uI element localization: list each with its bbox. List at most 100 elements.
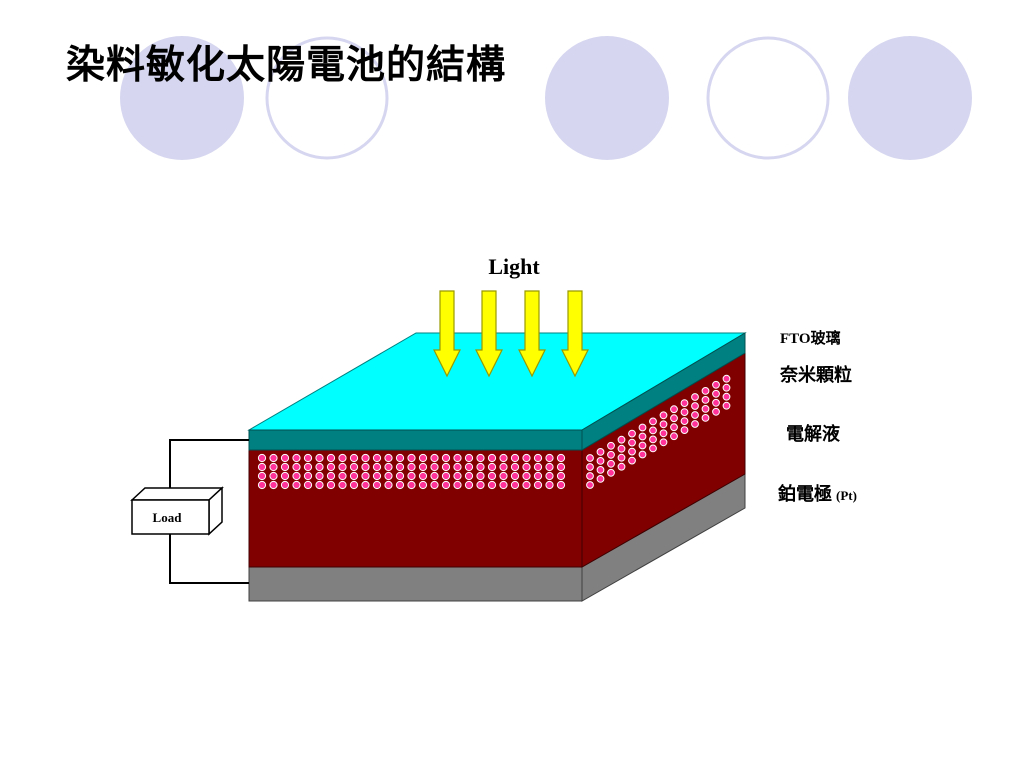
nanoparticle xyxy=(556,471,566,481)
nanoparticle xyxy=(315,462,324,472)
nanoparticle xyxy=(349,471,359,481)
nanoparticle xyxy=(315,480,324,490)
nanoparticle xyxy=(361,462,370,472)
nanoparticle xyxy=(691,393,699,401)
nanoparticle xyxy=(476,462,485,472)
nanoparticle xyxy=(545,480,554,490)
load-label: Load xyxy=(153,510,183,525)
nanoparticle xyxy=(453,462,462,472)
nanoparticle xyxy=(430,480,439,490)
nanoparticle xyxy=(670,405,678,414)
nanoparticle xyxy=(628,438,636,447)
nanoparticle xyxy=(510,462,520,472)
nanoparticle xyxy=(596,475,605,483)
nanoparticle xyxy=(257,471,267,481)
load-box-top xyxy=(130,487,224,501)
nanoparticle xyxy=(372,471,382,481)
decor-circle-outline xyxy=(706,36,830,160)
nanoparticle xyxy=(670,423,678,432)
nanoparticle xyxy=(441,471,451,481)
nanoparticle xyxy=(638,450,647,459)
nanoparticle xyxy=(533,462,543,472)
nanoparticle xyxy=(701,414,710,422)
nanoparticle xyxy=(701,387,710,395)
nanoparticle xyxy=(384,453,393,463)
nanoparticle xyxy=(487,453,497,463)
nanoparticle xyxy=(659,438,668,447)
nanoparticle xyxy=(522,453,531,463)
nanoparticle xyxy=(649,426,657,435)
nanoparticle xyxy=(303,480,313,490)
nanoparticle xyxy=(545,462,554,472)
nanoparticle xyxy=(510,471,520,481)
nanoparticle xyxy=(649,435,657,444)
nanoparticle xyxy=(361,453,370,463)
nanoparticle xyxy=(269,462,278,472)
nanoparticle xyxy=(556,462,566,472)
nanoparticle xyxy=(628,456,636,465)
nanoparticle xyxy=(670,414,678,423)
nanoparticle xyxy=(659,429,668,438)
nanoparticle xyxy=(361,471,370,481)
nanoparticle xyxy=(607,468,615,477)
nanoparticle xyxy=(499,471,508,481)
nanoparticle xyxy=(361,480,370,490)
nanoparticle xyxy=(418,462,428,472)
nanoparticle xyxy=(430,462,439,472)
decor-circle-filled xyxy=(120,36,244,160)
nanoparticle xyxy=(280,471,290,481)
fto-glass-side xyxy=(581,332,746,451)
label-pt-electrode-symbol: (Pt) xyxy=(836,488,857,503)
nanoparticle xyxy=(628,429,636,438)
slide-title: 染料敏化太陽電池的結構 xyxy=(66,42,507,88)
nanoparticle xyxy=(487,480,497,490)
label-nanoparticles: 奈米顆粒 xyxy=(779,364,852,385)
nanoparticle xyxy=(407,462,416,472)
nanoparticle xyxy=(441,453,451,463)
nanoparticle xyxy=(607,459,615,468)
nanoparticle xyxy=(453,480,462,490)
nanoparticle xyxy=(638,441,647,450)
nanoparticle xyxy=(586,463,594,471)
nanoparticle xyxy=(638,423,647,432)
nanoparticle xyxy=(292,453,301,463)
nanoparticle xyxy=(418,480,428,490)
nanoparticle xyxy=(680,408,689,417)
nanoparticle xyxy=(649,417,657,426)
nanoparticle xyxy=(522,480,531,490)
nanoparticle xyxy=(338,480,347,490)
nanoparticle xyxy=(269,453,278,463)
nanoparticle xyxy=(430,471,439,481)
nanoparticle xyxy=(338,471,347,481)
nanoparticle xyxy=(476,453,485,463)
nanoparticle xyxy=(556,480,566,490)
nanoparticle xyxy=(556,453,566,463)
nanoparticle xyxy=(372,453,382,463)
nanoparticle xyxy=(395,480,405,490)
nanoparticle xyxy=(407,471,416,481)
nanoparticle xyxy=(722,401,731,410)
nanoparticle xyxy=(628,447,636,456)
nanoparticle xyxy=(680,426,689,435)
nanoparticle xyxy=(418,453,428,463)
nanoparticle xyxy=(303,471,313,481)
nanoparticle xyxy=(257,453,267,463)
light-arrow xyxy=(433,290,461,378)
nanoparticle xyxy=(586,454,594,462)
nanoparticle xyxy=(326,471,336,481)
fto-glass-front xyxy=(248,429,583,451)
nanoparticle xyxy=(499,480,508,490)
nanoparticle xyxy=(586,481,594,489)
nanoparticle xyxy=(280,453,290,463)
nanoparticle xyxy=(596,457,605,465)
nanoparticle xyxy=(441,462,451,472)
nanoparticle xyxy=(395,453,405,463)
nanoparticle xyxy=(257,480,267,490)
nanoparticle xyxy=(545,453,554,463)
nanoparticle xyxy=(257,462,267,472)
nanoparticle xyxy=(464,453,474,463)
nanoparticles-front xyxy=(257,453,566,490)
nanoparticle xyxy=(384,462,393,472)
nanoparticle xyxy=(701,405,710,413)
nanoparticle xyxy=(269,471,278,481)
